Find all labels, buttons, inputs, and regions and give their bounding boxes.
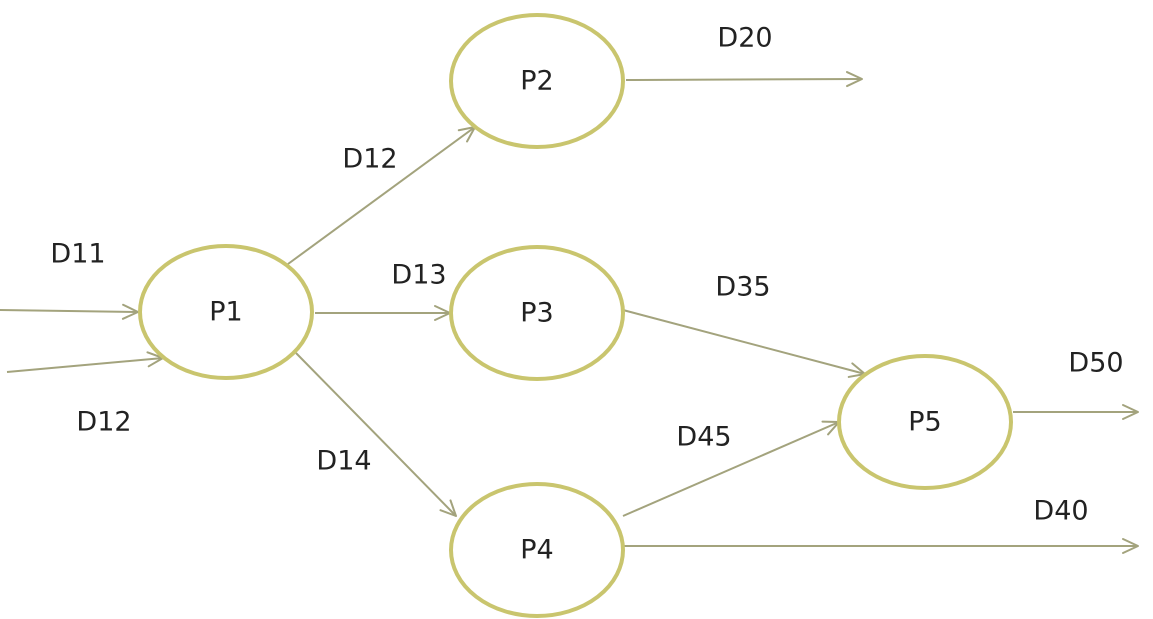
- node-p1-label: P1: [209, 297, 242, 328]
- edge-label-p4-p5: D45: [676, 422, 731, 453]
- edge-label-p3-p5: D35: [715, 272, 770, 303]
- node-p1-ellipse: [138, 244, 314, 380]
- node-p4-ellipse: [449, 482, 625, 618]
- edge-p1-p2-line: [287, 126, 476, 265]
- edge-p3-p5-line: [622, 309, 866, 375]
- edge-label-p1-p4: D14: [316, 446, 371, 477]
- edge-label-p4-out: D40: [1033, 496, 1088, 527]
- node-p2-label: P2: [520, 66, 553, 97]
- edge-in-top-line: [0, 309, 139, 313]
- edge-label-p5-out: D50: [1068, 348, 1123, 379]
- node-p5: P5: [837, 354, 1013, 490]
- edge-p2-out-arrowhead: [845, 71, 863, 88]
- node-p2-ellipse: [449, 13, 625, 149]
- edges-layer: [0, 71, 1139, 554]
- node-p3-ellipse: [449, 245, 625, 381]
- edge-p1-p4-arrowhead: [439, 499, 457, 517]
- node-p5-ellipse: [837, 354, 1013, 490]
- edge-label-in-bottom: D12: [76, 407, 131, 438]
- edge-label-p1-p3: D13: [391, 260, 446, 291]
- edge-label-p1-p2: D12: [342, 144, 397, 175]
- node-p2: P2: [449, 13, 625, 149]
- node-p1: P1: [138, 244, 314, 380]
- edge-p4-p5-line: [622, 421, 840, 517]
- node-p3: P3: [449, 245, 625, 381]
- edge-p2-out-line: [625, 78, 863, 81]
- edge-label-p2-out: D20: [717, 23, 772, 54]
- edge-p4-out-arrowhead: [1122, 538, 1139, 554]
- edge-p5-out-arrowhead: [1122, 404, 1139, 420]
- node-p4-label: P4: [520, 535, 553, 566]
- edge-p1-p4-line: [295, 352, 457, 517]
- node-p3-label: P3: [520, 298, 553, 329]
- edge-in-bottom-line: [6, 357, 164, 373]
- node-p5-label: P5: [908, 407, 941, 438]
- edge-label-in-top: D11: [50, 239, 105, 270]
- node-p4: P4: [449, 482, 625, 618]
